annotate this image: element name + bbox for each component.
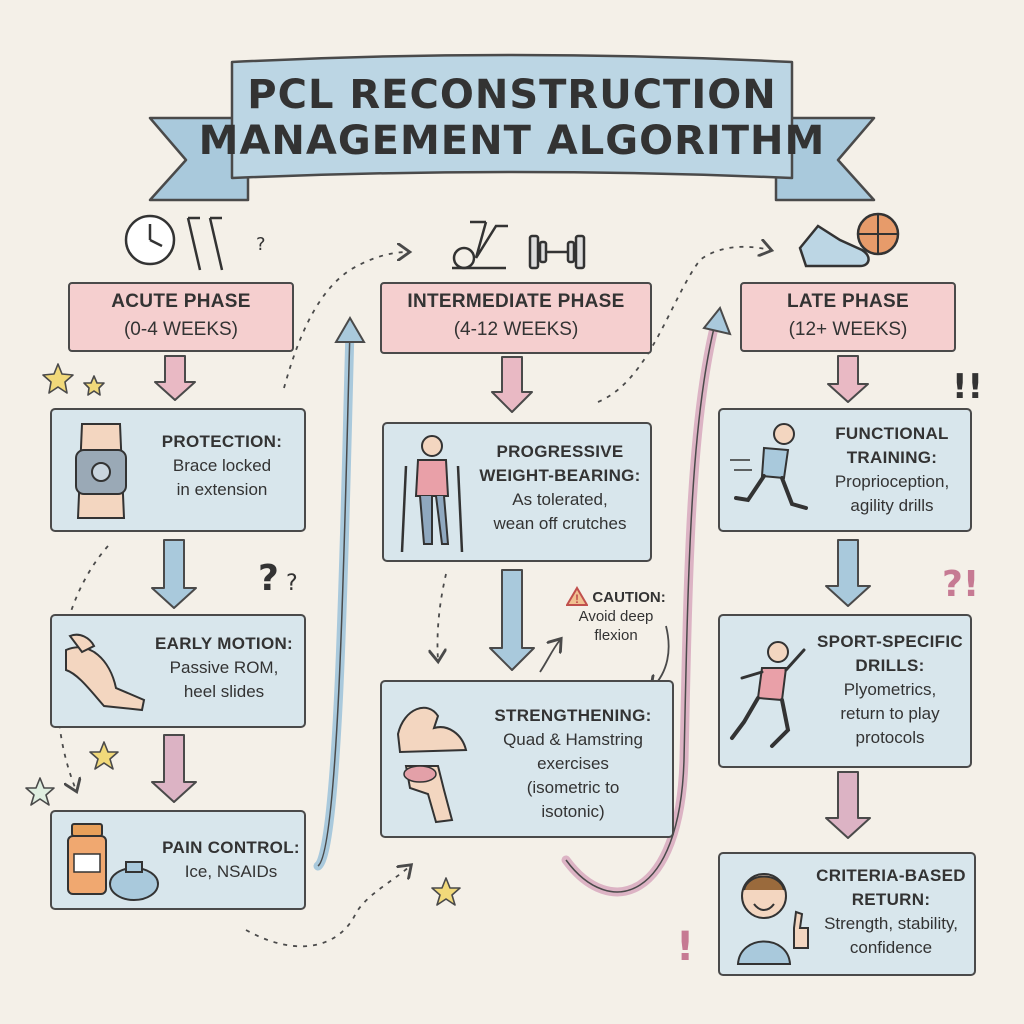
phase-intermediate: INTERMEDIATE PHASE (4-12 WEEKS) [380, 282, 652, 354]
step-detail-line: confidence [849, 938, 933, 957]
runner-icon [730, 423, 808, 510]
sneaker-icon [798, 224, 870, 268]
knee-brace-icon [75, 423, 127, 519]
step-heading: PROTECTION: [161, 432, 283, 451]
phase-name: LATE PHASE [787, 291, 909, 312]
step-heading: RETURN: [851, 890, 931, 909]
step-heading: SPORT-SPECIFIC [817, 632, 963, 651]
step-detail-line: protocols [855, 728, 925, 747]
svg-text:?: ? [258, 558, 279, 599]
step-detail-line: agility drills [850, 496, 934, 515]
flow-arrows [151, 355, 871, 839]
phase-late: LATE PHASE (12+ WEEKS) [740, 282, 956, 352]
step-heading: DRILLS: [855, 656, 925, 675]
caution-heading: CAUTION: [592, 589, 666, 606]
step-detail-line: Passive ROM, [169, 658, 279, 677]
step-detail-line: exercises [537, 754, 609, 773]
step-heading: FUNCTIONAL [835, 424, 949, 443]
thumbs-up-person-icon [736, 873, 809, 965]
step-detail-line: isotonic) [541, 802, 605, 821]
clock-icon [124, 214, 176, 266]
step-sport-specific-drills: SPORT-SPECIFIC DRILLS: Plyometrics, retu… [718, 614, 972, 768]
page-title-line-1: PCL RECONSTRUCTION [247, 72, 777, 118]
step-strengthening: STRENGTHENING: Quad & Hamstring exercise… [380, 680, 674, 838]
caution-arrow-up [539, 640, 560, 673]
step-heading: PAIN CONTROL: [162, 838, 300, 857]
dumbbell-icon [528, 234, 586, 270]
step-heading: TRAINING: [846, 448, 938, 467]
caution-note: ! CAUTION: Avoid deep flexion [556, 586, 676, 645]
step-detail-line: (isometric to [526, 778, 620, 797]
step-detail-line: Proprioception, [834, 472, 950, 491]
svg-text:?!: ?! [942, 564, 979, 605]
warning-triangle-icon: ! [565, 586, 589, 606]
step-protection: PROTECTION: Brace locked in extension [50, 408, 306, 532]
step-detail-line: Quad & Hamstring [503, 730, 643, 749]
step-criteria-based-return: CRITERIA-BASED RETURN: Strength, stabili… [718, 852, 976, 976]
step-heading: CRITERIA-BASED [816, 866, 966, 885]
svg-text:!!: !! [952, 367, 983, 407]
caution-detail-line: Avoid deep [578, 608, 654, 625]
step-detail-line: heel slides [183, 682, 265, 701]
step-heading: STRENGTHENING: [494, 706, 652, 725]
star-icon [25, 363, 461, 906]
leg-massage-icon [65, 633, 146, 712]
step-detail-line: Ice, NSAIDs [184, 862, 278, 881]
step-detail-line: in extension [176, 480, 268, 499]
basketball-icon [856, 212, 900, 256]
step-detail-line: As tolerated, [512, 490, 608, 509]
phase-duration: (12+ WEEKS) [788, 319, 908, 340]
phase-name: INTERMEDIATE PHASE [407, 291, 625, 312]
phase-duration: (0-4 WEEKS) [123, 319, 239, 340]
svg-text:?: ? [286, 571, 298, 596]
phase-transition-arrows [313, 306, 732, 897]
jumping-athlete-icon [730, 641, 806, 748]
exclamation-icon: !! ! [676, 367, 983, 970]
phase-name: ACUTE PHASE [111, 291, 251, 312]
phase-duration: (4-12 WEEKS) [453, 319, 579, 340]
pill-bottle-ice-pack-icon [67, 823, 159, 901]
svg-text:!: ! [676, 924, 694, 970]
caution-detail-line: flexion [594, 627, 638, 644]
step-progressive-weight-bearing: PROGRESSIVE WEIGHT-BEARING: As tolerated… [382, 422, 652, 562]
step-detail-line: Strength, stability, [824, 914, 958, 933]
step-detail-line: Brace locked [172, 456, 272, 475]
step-detail-line: wean off crutches [493, 514, 627, 533]
step-functional-training: FUNCTIONAL TRAINING: Proprioception, agi… [718, 408, 972, 532]
flexed-arm-leg-icon [396, 706, 468, 824]
step-pain-control: PAIN CONTROL: Ice, NSAIDs [50, 810, 306, 910]
step-detail-line: return to play [840, 704, 940, 723]
step-heading: WEIGHT-BEARING: [479, 466, 641, 485]
step-early-motion: EARLY MOTION: Passive ROM, heel slides [50, 614, 306, 728]
question-mark-icon: ? ? ? ?! [256, 234, 979, 605]
page-title-line-2: MANAGEMENT ALGORITHM [198, 118, 826, 164]
step-heading: EARLY MOTION: [154, 634, 294, 653]
svg-text:?: ? [256, 234, 266, 255]
crutches-person-icon [400, 435, 464, 553]
exercise-bike-icon [452, 220, 508, 270]
title-ribbon [148, 53, 876, 202]
step-detail-line: Plyometrics, [843, 680, 937, 699]
phase-acute: ACUTE PHASE (0-4 WEEKS) [68, 282, 294, 352]
svg-text:!: ! [575, 592, 579, 606]
crutches-icon [186, 216, 224, 271]
step-heading: PROGRESSIVE [496, 442, 624, 461]
